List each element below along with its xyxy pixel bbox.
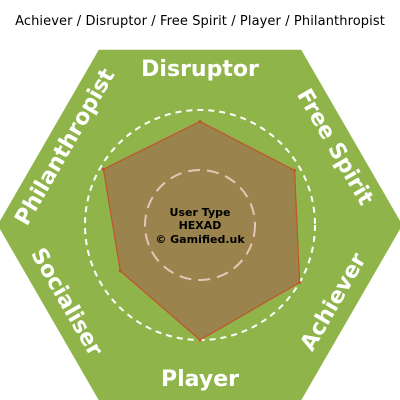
inner-ring bbox=[144, 169, 256, 281]
center-text-line-2: HEXAD bbox=[179, 219, 222, 232]
center-text-line-1: User Type bbox=[170, 206, 231, 219]
data-point-philanthropist bbox=[101, 167, 105, 171]
chart-title: Achiever / Disruptor / Free Spirit / Pla… bbox=[15, 14, 385, 29]
data-point-free-spirit bbox=[293, 168, 297, 172]
center-text-line-3: © Gamified.uk bbox=[155, 233, 245, 246]
data-point-achiever bbox=[298, 281, 302, 284]
data-point-disruptor bbox=[198, 120, 202, 123]
data-point-socialiser bbox=[118, 269, 122, 273]
axis-label-disruptor: Disruptor bbox=[141, 57, 259, 82]
data-point-player bbox=[198, 338, 202, 342]
data-points bbox=[101, 120, 302, 342]
axis-label-player: Player bbox=[161, 367, 239, 392]
